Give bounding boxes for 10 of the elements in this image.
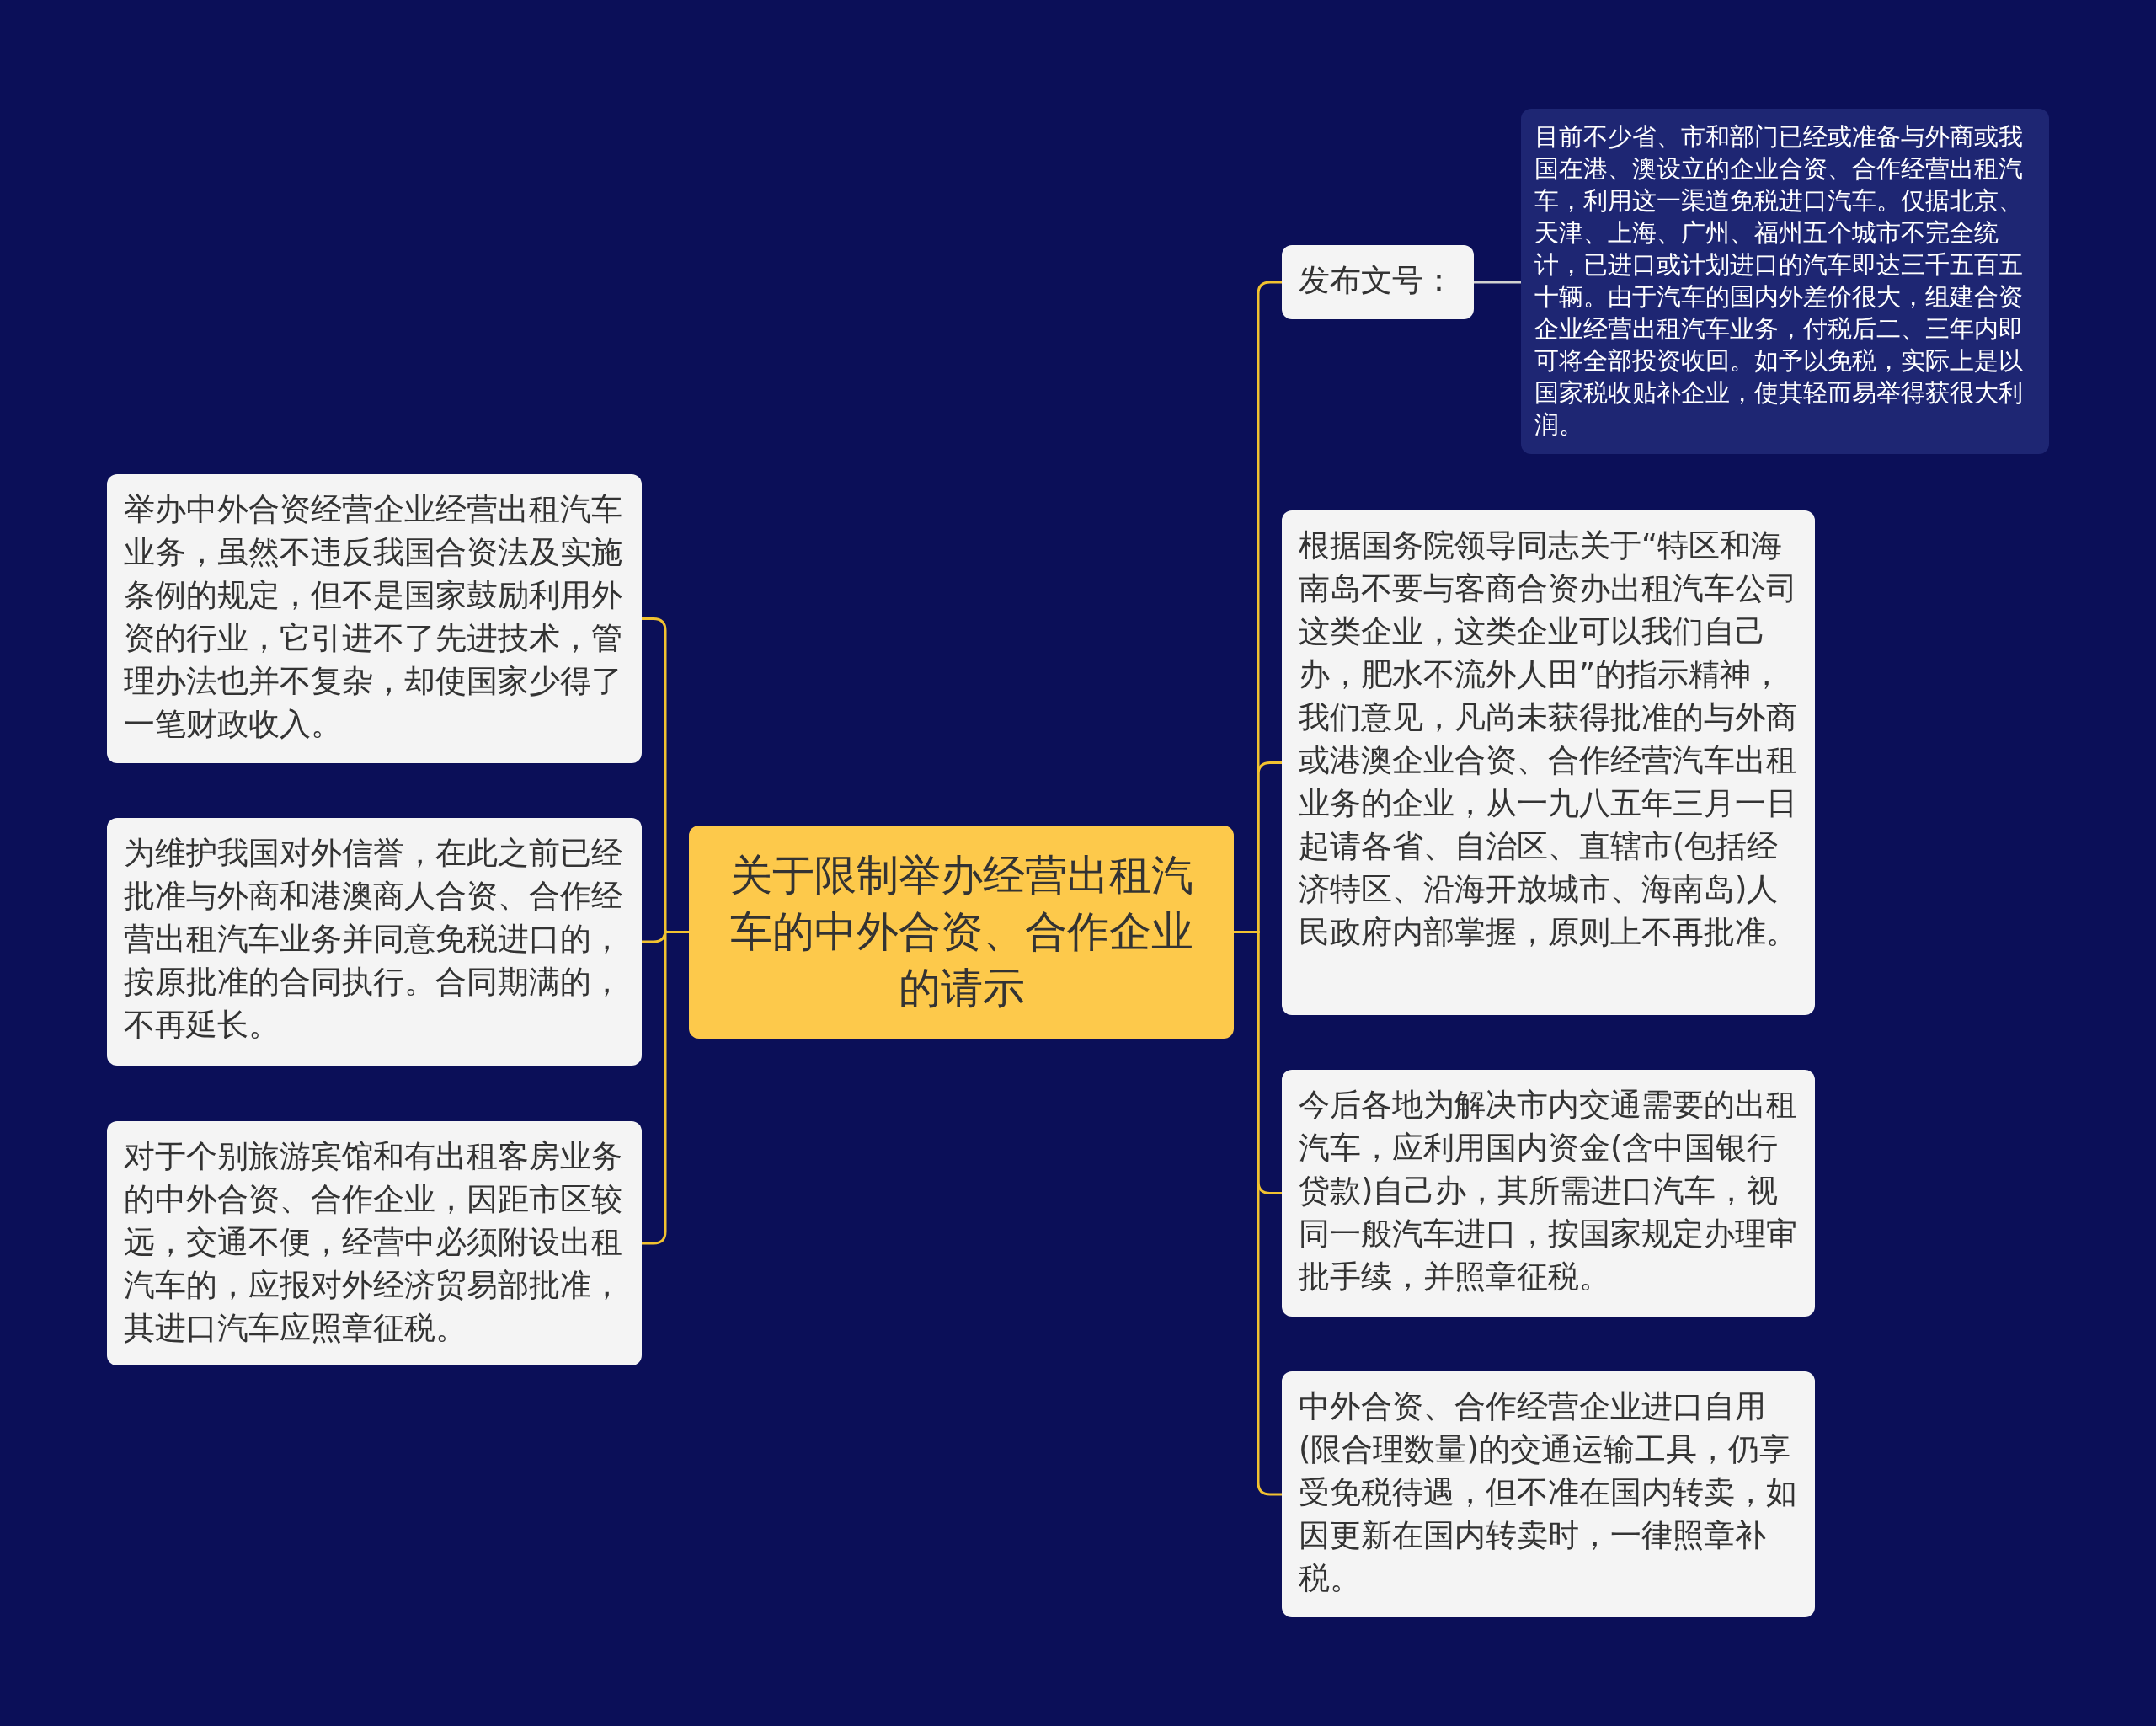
topic-box: 对于个别旅游宾馆和有出租客房业务的中外合资、合作企业，因距市区较远，交通不便，经营中必须附设出租汽车的，应报对外经济贸易部批准，其进口汽车应照章征税。 xyxy=(107,1121,642,1365)
topic-box: 发布文号： xyxy=(1282,245,1474,319)
topic-box: 根据国务院领导同志关于“特区和海南岛不要与客商合资办出租汽车公司这类企业，这类企业可以我们自己办，肥水不流外人田”的指示精神，我们意见，凡尚未获得批准的与外商或港澳企业合资、合作经营汽车出租业务的企业，从一九八五年三月一日起请各省、自治区、直辖市(包括经济特区、沿海开放城市、海南岛)人民政府内部掌握，原则上不再批准。 xyxy=(1282,510,1815,1015)
topic-box: 今后各地为解决市内交通需要的出租汽车，应利用国内资金(含中国银行贷款)自己办，其所需进口汽车，视同一般汽车进口，按国家规定办理审批手续，并照章征税。 xyxy=(1282,1070,1815,1317)
central-topic-box: 关于限制举办经营出租汽车的中外合资、合作企业的请示 xyxy=(689,826,1234,1039)
connector-line xyxy=(1474,281,1521,284)
topic-box: 中外合资、合作经营企业进口自用(限合理数量)的交通运输工具，仍享受免税待遇，但不准在国内转卖，如因更新在国内转卖时，一律照章补税。 xyxy=(1282,1371,1815,1617)
topic-box: 为维护我国对外信誉，在此之前已经批准与外商和港澳商人合资、合作经营出租汽车业务并同意免税进口的，按原批准的合同执行。合同期满的，不再延长。 xyxy=(107,818,642,1066)
note-box: 目前不少省、市和部门已经或准备与外商或我国在港、澳设立的企业合资、合作经营出租汽车，利用这一渠道免税进口汽车。仅据北京、天津、上海、广州、福州五个城市不完全统计，已进口或计划进口的汽车即达三千五百五十辆。由于汽车的国内外差价很大，组建合资企业经营出租汽车业务，付税后二、三年内即可将全部投资收回。如予以免税，实际上是以国家税收贴补企业，使其轻而易举得获很大利润。 xyxy=(1521,109,2049,454)
topic-box: 举办中外合资经营企业经营出租汽车业务，虽然不违反我国合资法及实施条例的规定，但不是国家鼓励利用外资的行业，它引进不了先进技术，管理办法也并不复杂，却使国家少得了一笔财政收入。 xyxy=(107,474,642,763)
